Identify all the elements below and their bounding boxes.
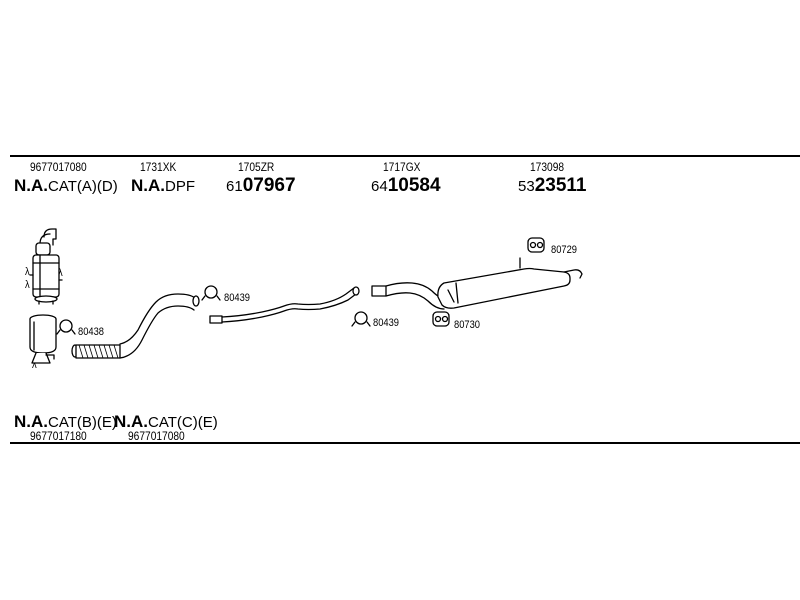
part-code-front-pipe-bold: 07967 — [242, 175, 296, 196]
part-label-cat-a: N.A.CAT(A)(D) — [14, 177, 118, 194]
clamp-80439-upper-icon — [201, 285, 221, 301]
part-ref-cat-a: 9677017080 — [30, 160, 87, 174]
clamp-80439-lower-icon — [351, 311, 371, 327]
part-ref-front-pipe: 1705ZR — [238, 160, 275, 174]
callout-80438: 80438 — [78, 326, 105, 338]
intermediate-pipe — [209, 286, 360, 324]
part-label-cat-b: N.A.CAT(B)(E) — [14, 413, 117, 430]
rear-pipe — [371, 282, 447, 310]
front-pipe-flex — [71, 293, 200, 359]
catalyst-upper — [29, 228, 63, 305]
bottom-divider — [10, 442, 800, 444]
lambda-symbol-2: λ — [25, 279, 30, 291]
part-code-front-pipe: 6107967 — [226, 176, 296, 195]
hanger-80730-icon — [432, 311, 450, 327]
part-ref-rear: 173098 — [530, 160, 565, 174]
part-label-dpf: N.A.DPF — [131, 177, 195, 194]
part-ref-cat-c: 9677017080 — [128, 429, 185, 443]
lambda-symbol-4: λ — [32, 359, 37, 371]
part-label-cat-c: N.A.CAT(C)(E) — [114, 413, 218, 430]
clamp-80438-icon — [56, 319, 76, 335]
callout-80729: 80729 — [551, 244, 578, 256]
part-code-middle-bold: 10584 — [387, 175, 441, 196]
callout-80439-lower: 80439 — [373, 317, 400, 329]
part-label-cat-a-bold: N.A. — [14, 176, 48, 195]
part-code-front-pipe-prefix: 61 — [226, 178, 243, 195]
part-ref-cat-b: 9677017180 — [30, 429, 87, 443]
hanger-80729-icon — [527, 237, 545, 253]
part-label-cat-b-rest: CAT(B)(E) — [48, 414, 117, 431]
part-label-dpf-rest: DPF — [165, 178, 195, 195]
part-ref-dpf: 1731XK — [140, 160, 177, 174]
lambda-symbol-1: λ — [25, 266, 30, 278]
callout-80439-upper: 80439 — [224, 292, 251, 304]
part-code-middle-prefix: 64 — [371, 178, 388, 195]
part-ref-middle: 1717GX — [383, 160, 421, 174]
rear-silencer — [437, 257, 583, 309]
part-label-cat-a-rest: CAT(A)(D) — [48, 178, 118, 195]
part-code-middle: 6410584 — [371, 176, 441, 195]
top-divider — [10, 155, 800, 157]
part-label-dpf-bold: N.A. — [131, 176, 165, 195]
part-code-rear: 5323511 — [518, 176, 586, 195]
part-label-cat-b-bold: N.A. — [14, 412, 48, 431]
lambda-symbol-3: λ — [58, 267, 63, 279]
part-label-cat-c-bold: N.A. — [114, 412, 148, 431]
catalyst-lower — [29, 314, 57, 364]
callout-80730: 80730 — [454, 319, 481, 331]
part-code-rear-prefix: 53 — [518, 178, 535, 195]
part-label-cat-c-rest: CAT(C)(E) — [148, 414, 218, 431]
part-code-rear-bold: 23511 — [534, 175, 587, 196]
